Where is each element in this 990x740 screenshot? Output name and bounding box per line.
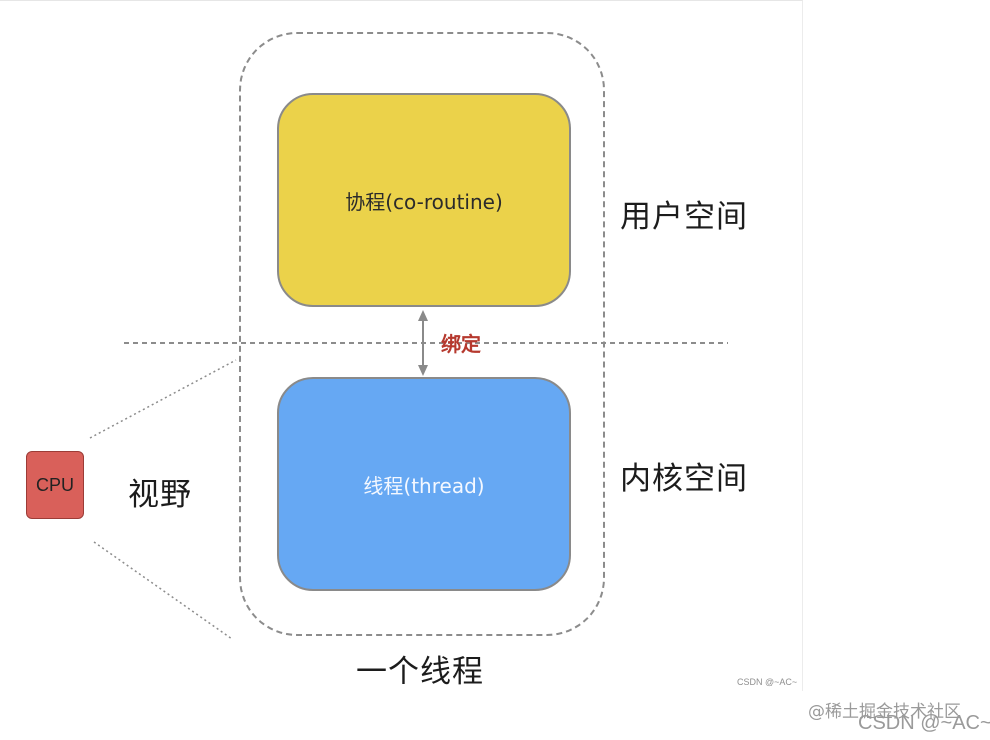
thread-scope-frame <box>239 32 605 636</box>
diagram-sheet: 协程(co-routine) 线程(thread) 绑定 用户空间 内核空间 视… <box>0 0 803 691</box>
view-label: 视野 <box>128 477 192 513</box>
cpu-box: CPU <box>26 451 84 519</box>
watermark-small: CSDN @~AC~ <box>737 677 798 687</box>
kernel-space-label: 内核空间 <box>620 461 748 497</box>
view-line-upper <box>89 359 237 439</box>
cpu-label: CPU <box>35 474 74 495</box>
thread-label: 线程(thread) <box>363 473 485 498</box>
one-thread-label: 一个线程 <box>356 654 484 690</box>
bind-arrow-icon <box>418 310 428 376</box>
coroutine-label: 协程(co-routine) <box>345 189 503 214</box>
connector-lines <box>89 310 728 640</box>
watermark-csdn: CSDN @~AC~ <box>858 712 990 734</box>
coroutine-box: 协程(co-routine) <box>277 93 571 307</box>
thread-box: 线程(thread) <box>277 377 571 591</box>
user-space-label: 用户空间 <box>620 199 748 235</box>
watermark-juejin: @稀土掘金技术社区 <box>808 702 961 722</box>
bind-label: 绑定 <box>441 332 481 356</box>
view-line-lower <box>93 541 233 640</box>
